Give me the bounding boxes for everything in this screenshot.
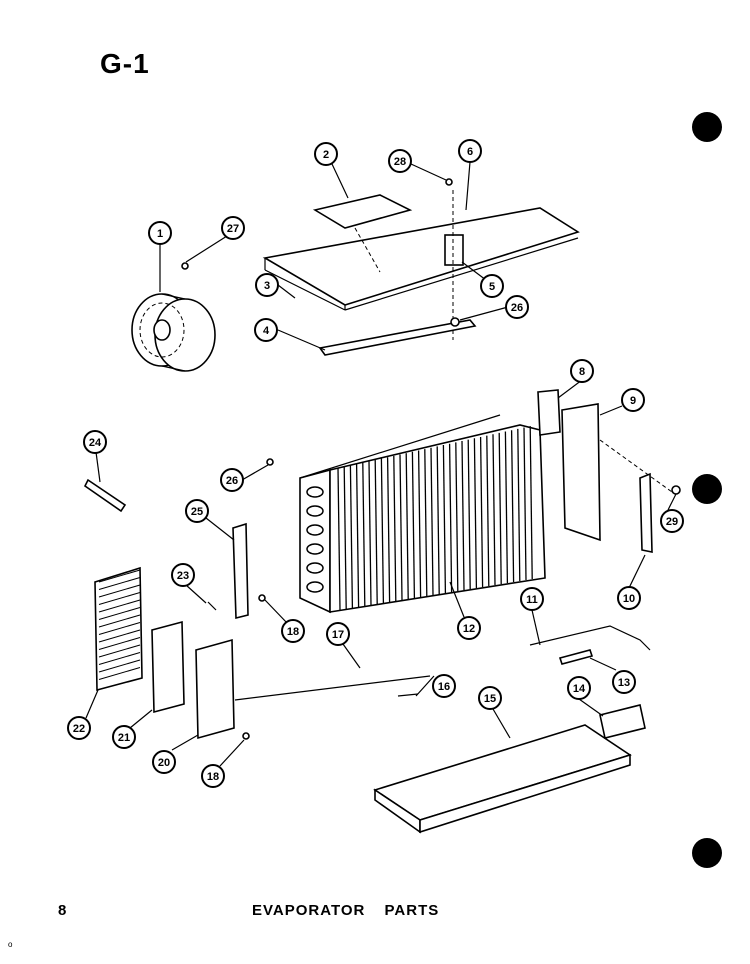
callout-bubbles: 1 2 3 4 5 6 8 9 10 11 12 13 14 15 16 17 … (67, 139, 684, 788)
svg-text:25: 25 (191, 506, 203, 518)
callout-26-mid: 26 (220, 468, 244, 492)
svg-text:4: 4 (263, 325, 270, 337)
callout-3: 3 (255, 273, 279, 297)
svg-text:11: 11 (526, 594, 538, 606)
callout-14: 14 (567, 676, 591, 700)
callout-18-bottom: 18 (201, 764, 225, 788)
svg-text:6: 6 (467, 146, 473, 158)
svg-text:24: 24 (89, 437, 102, 449)
svg-text:10: 10 (623, 593, 635, 605)
callout-18-right: 18 (281, 619, 305, 643)
callout-11: 11 (520, 587, 544, 611)
svg-text:21: 21 (118, 732, 130, 744)
svg-text:1: 1 (157, 228, 163, 240)
callout-leaders (85, 161, 677, 767)
svg-text:14: 14 (573, 683, 586, 695)
page-title: EVAPORATOR PARTS (252, 902, 440, 919)
svg-text:16: 16 (438, 681, 450, 693)
left-side-parts (83, 478, 249, 740)
callout-13: 13 (612, 670, 636, 694)
svg-text:9: 9 (630, 395, 636, 407)
callout-5: 5 (480, 274, 504, 298)
binder-hole-top (692, 112, 722, 142)
rods-and-tubes (234, 625, 651, 701)
callout-15: 15 (478, 686, 502, 710)
callout-4: 4 (254, 318, 278, 342)
svg-text:17: 17 (332, 629, 344, 641)
callout-12: 12 (457, 616, 481, 640)
svg-text:15: 15 (484, 693, 496, 705)
svg-text:13: 13 (618, 677, 630, 689)
svg-text:26: 26 (511, 302, 523, 314)
top-panel-assembly (262, 190, 580, 340)
side-brackets (537, 389, 673, 553)
svg-text:8: 8 (579, 366, 585, 378)
callout-21: 21 (112, 725, 136, 749)
svg-text:27: 27 (227, 223, 239, 235)
callout-10: 10 (617, 586, 641, 610)
callout-17: 17 (326, 622, 350, 646)
page-number: 8 (58, 902, 67, 919)
evaporator-coil (299, 414, 546, 614)
svg-text:12: 12 (463, 623, 475, 635)
callout-20: 20 (152, 750, 176, 774)
callout-26-top: 26 (505, 295, 529, 319)
figure-label: G-1 (100, 48, 150, 79)
callout-27: 27 (221, 216, 245, 240)
svg-text:5: 5 (489, 281, 495, 293)
callout-28: 28 (388, 149, 412, 173)
svg-text:2: 2 (323, 149, 329, 161)
svg-text:20: 20 (158, 757, 170, 769)
svg-text:18: 18 (287, 626, 299, 638)
callout-24: 24 (83, 430, 107, 454)
callout-8: 8 (570, 359, 594, 383)
screws (181, 178, 681, 740)
callout-16: 16 (432, 674, 456, 698)
callout-23: 23 (171, 563, 195, 587)
callout-6: 6 (458, 139, 482, 163)
mounting-strip (318, 319, 477, 356)
binder-hole-bottom (692, 838, 722, 868)
callout-25: 25 (185, 499, 209, 523)
svg-text:28: 28 (394, 156, 406, 168)
callout-22: 22 (67, 716, 91, 740)
svg-text:3: 3 (264, 280, 270, 292)
corner-mark: o (8, 940, 13, 949)
svg-text:26: 26 (226, 475, 238, 487)
callout-29: 29 (660, 509, 684, 533)
svg-text:18: 18 (207, 771, 219, 783)
callout-9: 9 (621, 388, 645, 412)
binder-hole-middle (692, 474, 722, 504)
svg-text:22: 22 (73, 723, 85, 735)
callout-2: 2 (314, 142, 338, 166)
svg-text:23: 23 (177, 570, 189, 582)
callout-1: 1 (148, 221, 172, 245)
blower-wheel (131, 293, 216, 372)
drain-pan (373, 704, 646, 834)
svg-text:29: 29 (666, 516, 678, 528)
